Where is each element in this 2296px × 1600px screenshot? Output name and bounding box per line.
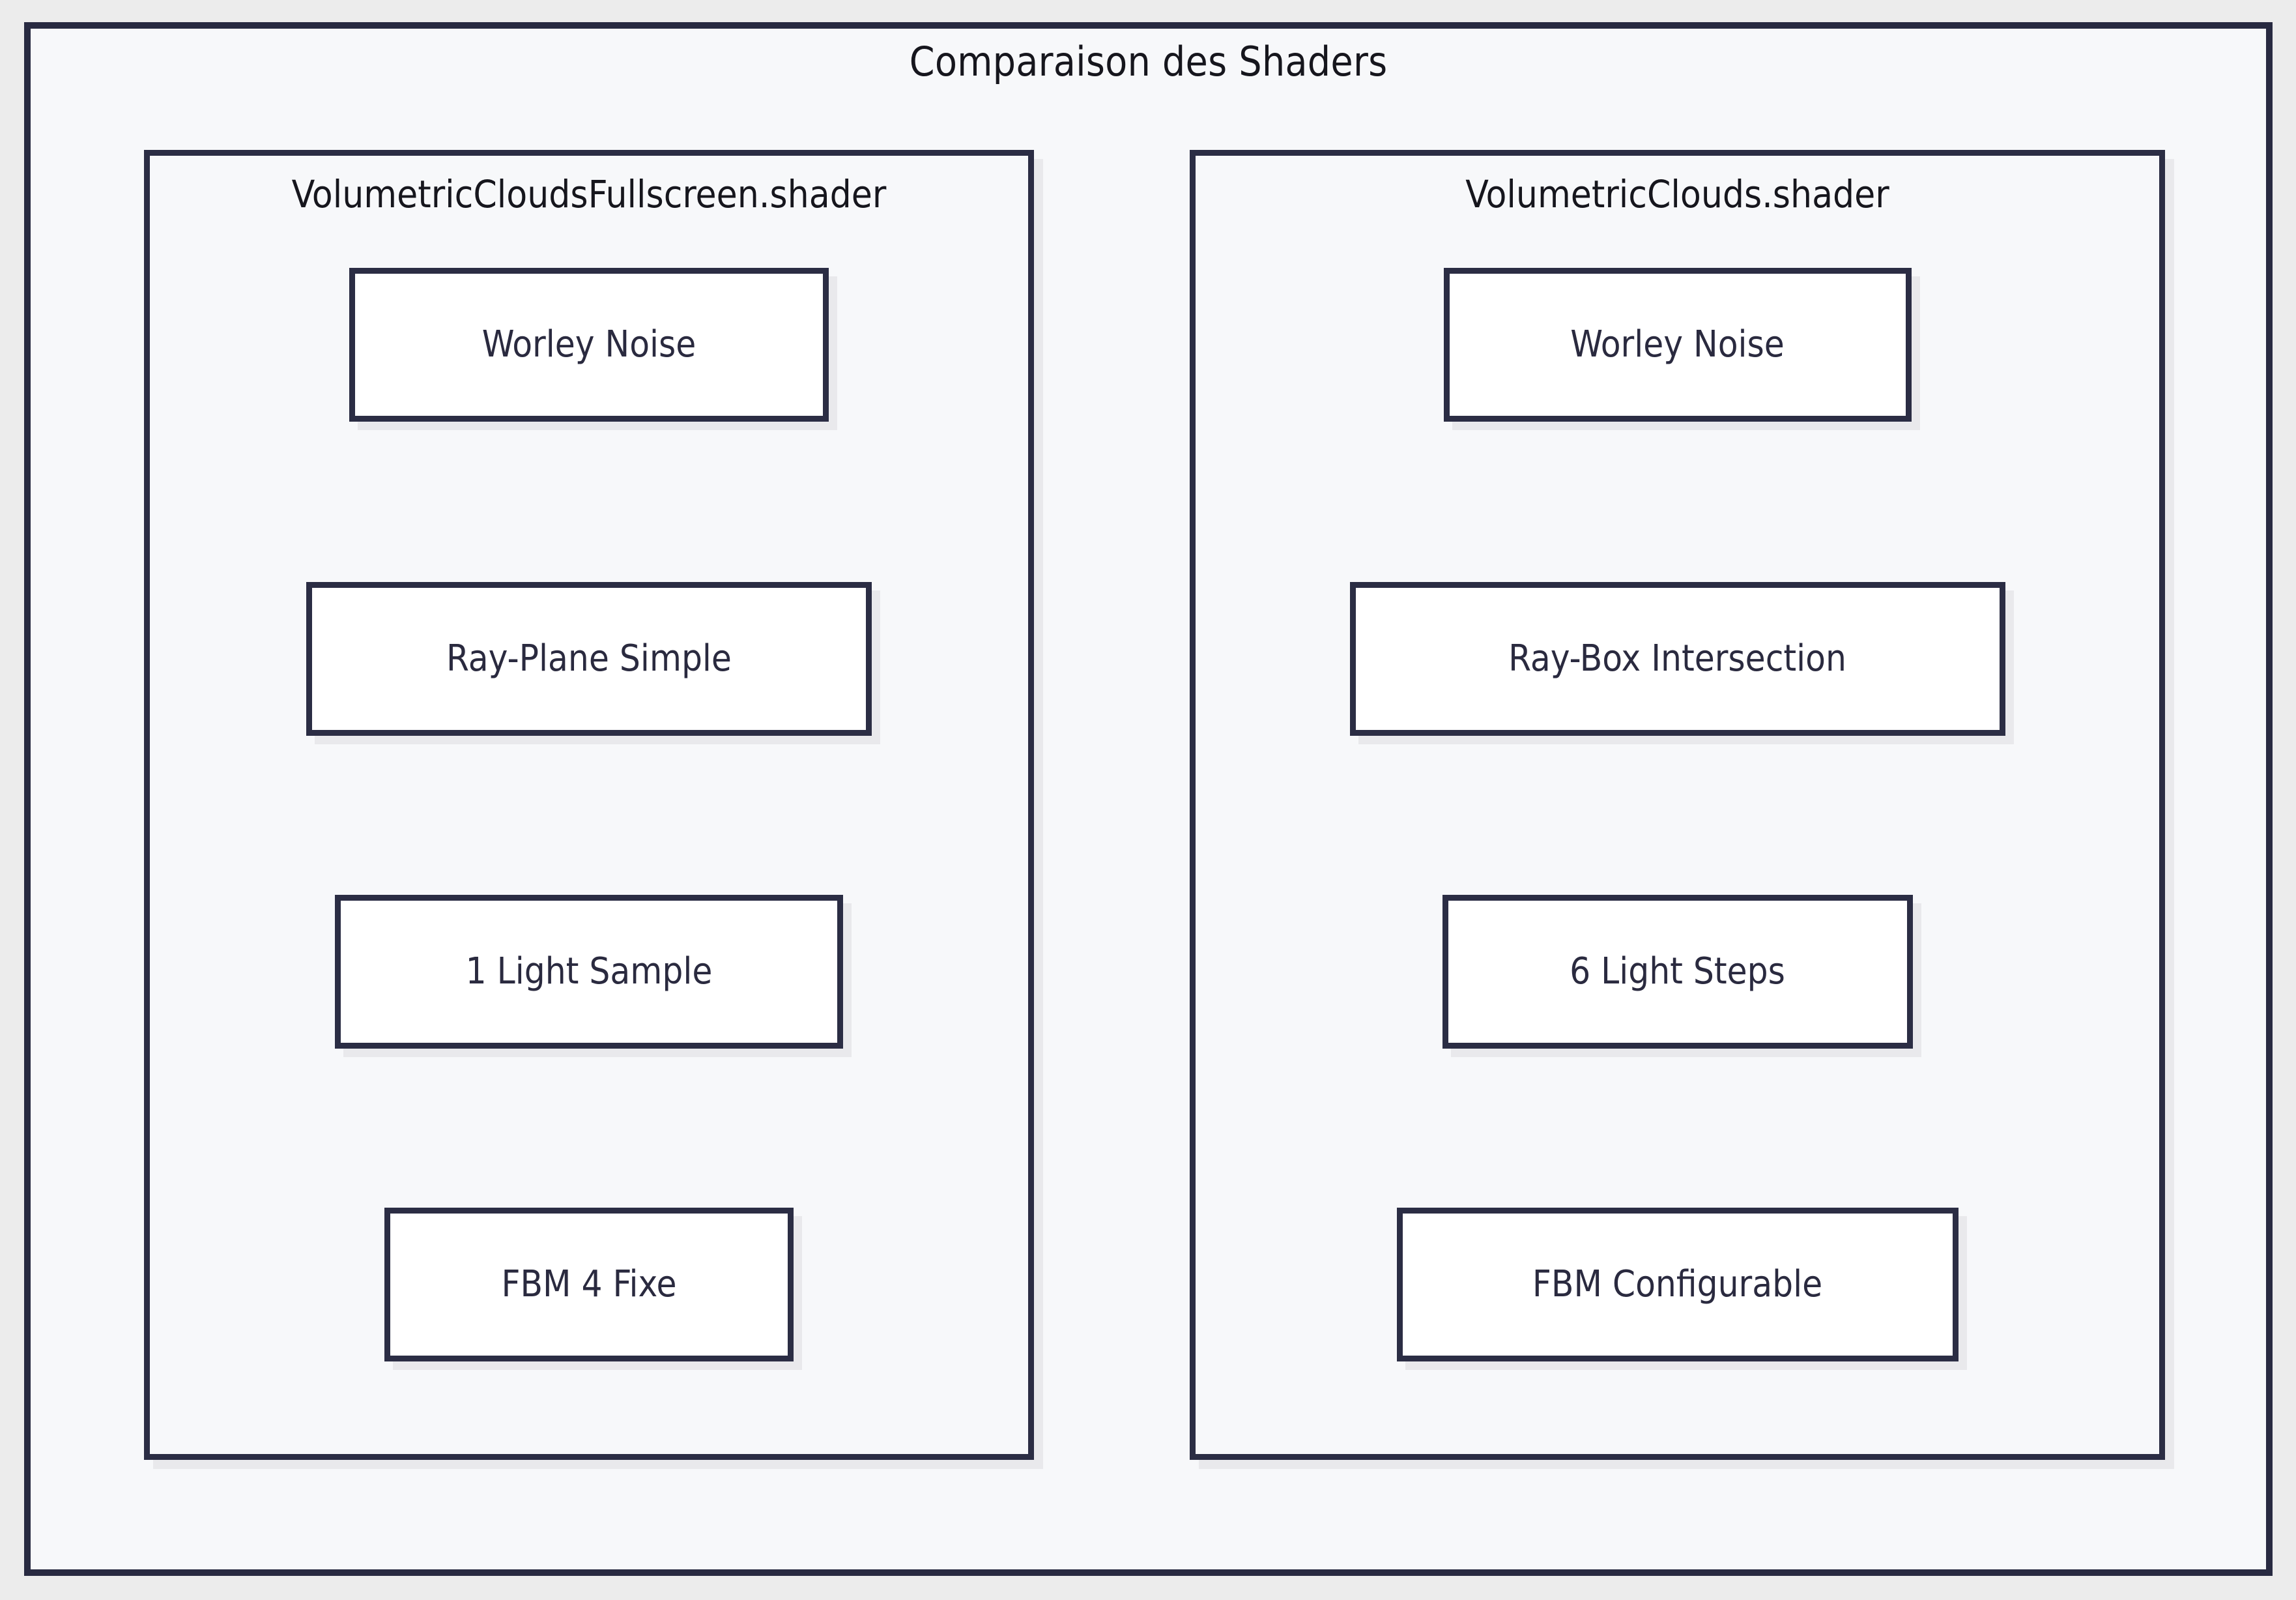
node-row: FBM Configurable bbox=[1196, 1208, 2159, 1361]
node-row: Ray-Plane Simple bbox=[150, 582, 1028, 736]
subgraph-volumetric-clouds: VolumetricClouds.shader Worley Noise Ray… bbox=[1190, 150, 2165, 1460]
node-label: Ray-Box Intersection bbox=[1508, 637, 1846, 680]
node-label: FBM Configurable bbox=[1532, 1263, 1823, 1305]
node-6-light-steps[interactable]: 6 Light Steps bbox=[1442, 895, 1913, 1049]
subgraph-title-volumetric-clouds-fullscreen: VolumetricCloudsFullscreen.shader bbox=[291, 172, 887, 216]
node-label: 6 Light Steps bbox=[1570, 950, 1785, 993]
node-row: 6 Light Steps bbox=[1196, 895, 2159, 1049]
node-ray-box-intersection[interactable]: Ray-Box Intersection bbox=[1349, 582, 2005, 736]
node-ray-plane-simple[interactable]: Ray-Plane Simple bbox=[306, 582, 872, 736]
node-worley-noise-left[interactable]: Worley Noise bbox=[349, 268, 829, 422]
node-label: Worley Noise bbox=[481, 323, 696, 366]
node-row: FBM 4 Fixe bbox=[150, 1208, 1028, 1361]
node-label: Worley Noise bbox=[1570, 323, 1785, 366]
node-row: Worley Noise bbox=[150, 268, 1028, 422]
subgraph-volumetric-clouds-fullscreen: VolumetricCloudsFullscreen.shader Worley… bbox=[144, 150, 1034, 1460]
diagram-title: Comparaison des Shaders bbox=[909, 38, 1388, 85]
node-worley-noise-right[interactable]: Worley Noise bbox=[1443, 268, 1912, 422]
node-label: 1 Light Sample bbox=[465, 950, 713, 993]
diagram-outer-frame: Comparaison des Shaders VolumetricClouds… bbox=[24, 22, 2273, 1576]
node-1-light-sample[interactable]: 1 Light Sample bbox=[335, 895, 843, 1049]
node-fbm-4-fixe[interactable]: FBM 4 Fixe bbox=[384, 1208, 794, 1361]
node-row: Worley Noise bbox=[1196, 268, 2159, 422]
node-label: FBM 4 Fixe bbox=[501, 1263, 677, 1305]
node-row: Ray-Box Intersection bbox=[1196, 582, 2159, 736]
node-label: Ray-Plane Simple bbox=[446, 637, 732, 680]
node-row: 1 Light Sample bbox=[150, 895, 1028, 1049]
subgraph-title-volumetric-clouds: VolumetricClouds.shader bbox=[1465, 172, 1889, 216]
node-fbm-configurable[interactable]: FBM Configurable bbox=[1396, 1208, 1959, 1361]
